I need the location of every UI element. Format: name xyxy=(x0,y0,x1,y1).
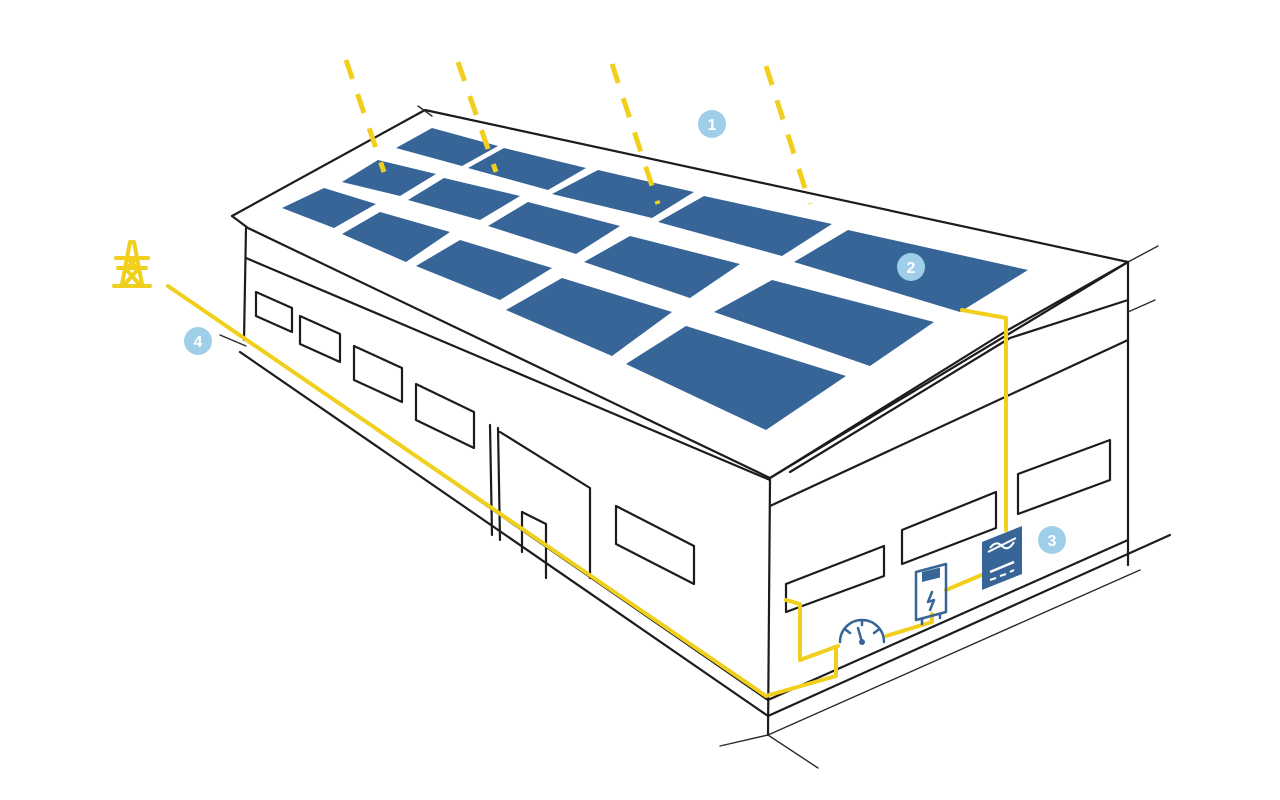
sun-ray xyxy=(763,65,813,205)
solar-panel xyxy=(396,128,498,166)
grid-line xyxy=(166,284,838,698)
solar-panel xyxy=(408,178,520,220)
sun-ray xyxy=(343,59,387,173)
solar-panels xyxy=(282,128,1028,430)
gauge-to-grid-wire xyxy=(784,598,840,662)
svg-text:4: 4 xyxy=(194,334,203,351)
power-pylon-icon xyxy=(112,240,152,288)
electric-meter-icon xyxy=(914,562,948,626)
svg-text:2: 2 xyxy=(907,260,916,277)
svg-text:3: 3 xyxy=(1048,533,1057,550)
marker-1: 1 xyxy=(698,110,726,138)
sun-rays xyxy=(343,59,813,205)
solar-panel xyxy=(342,212,450,262)
panel-to-inverter-wire xyxy=(960,308,1008,532)
sun-ray xyxy=(609,63,661,205)
solar-panel xyxy=(282,188,376,228)
solar-panel xyxy=(552,170,694,218)
solar-panel xyxy=(342,160,436,196)
svg-text:1: 1 xyxy=(708,117,717,134)
solar-panel xyxy=(416,240,552,300)
marker-2: 2 xyxy=(897,253,925,281)
building-sketch xyxy=(219,105,1172,769)
inverter-to-meter-wire xyxy=(944,572,986,592)
sun-ray xyxy=(455,61,499,173)
inverter-icon xyxy=(982,526,1022,590)
solar-panel xyxy=(468,148,586,190)
solar-panel xyxy=(488,202,620,254)
solar-panel xyxy=(506,278,672,356)
solar-panel xyxy=(584,236,740,298)
marker-4: 4 xyxy=(184,327,212,355)
marker-3: 3 xyxy=(1038,526,1066,554)
meter-gauge-icon xyxy=(838,618,886,645)
solar-panel xyxy=(626,326,846,430)
solar-panel xyxy=(714,280,934,366)
solar-panel xyxy=(658,196,832,256)
